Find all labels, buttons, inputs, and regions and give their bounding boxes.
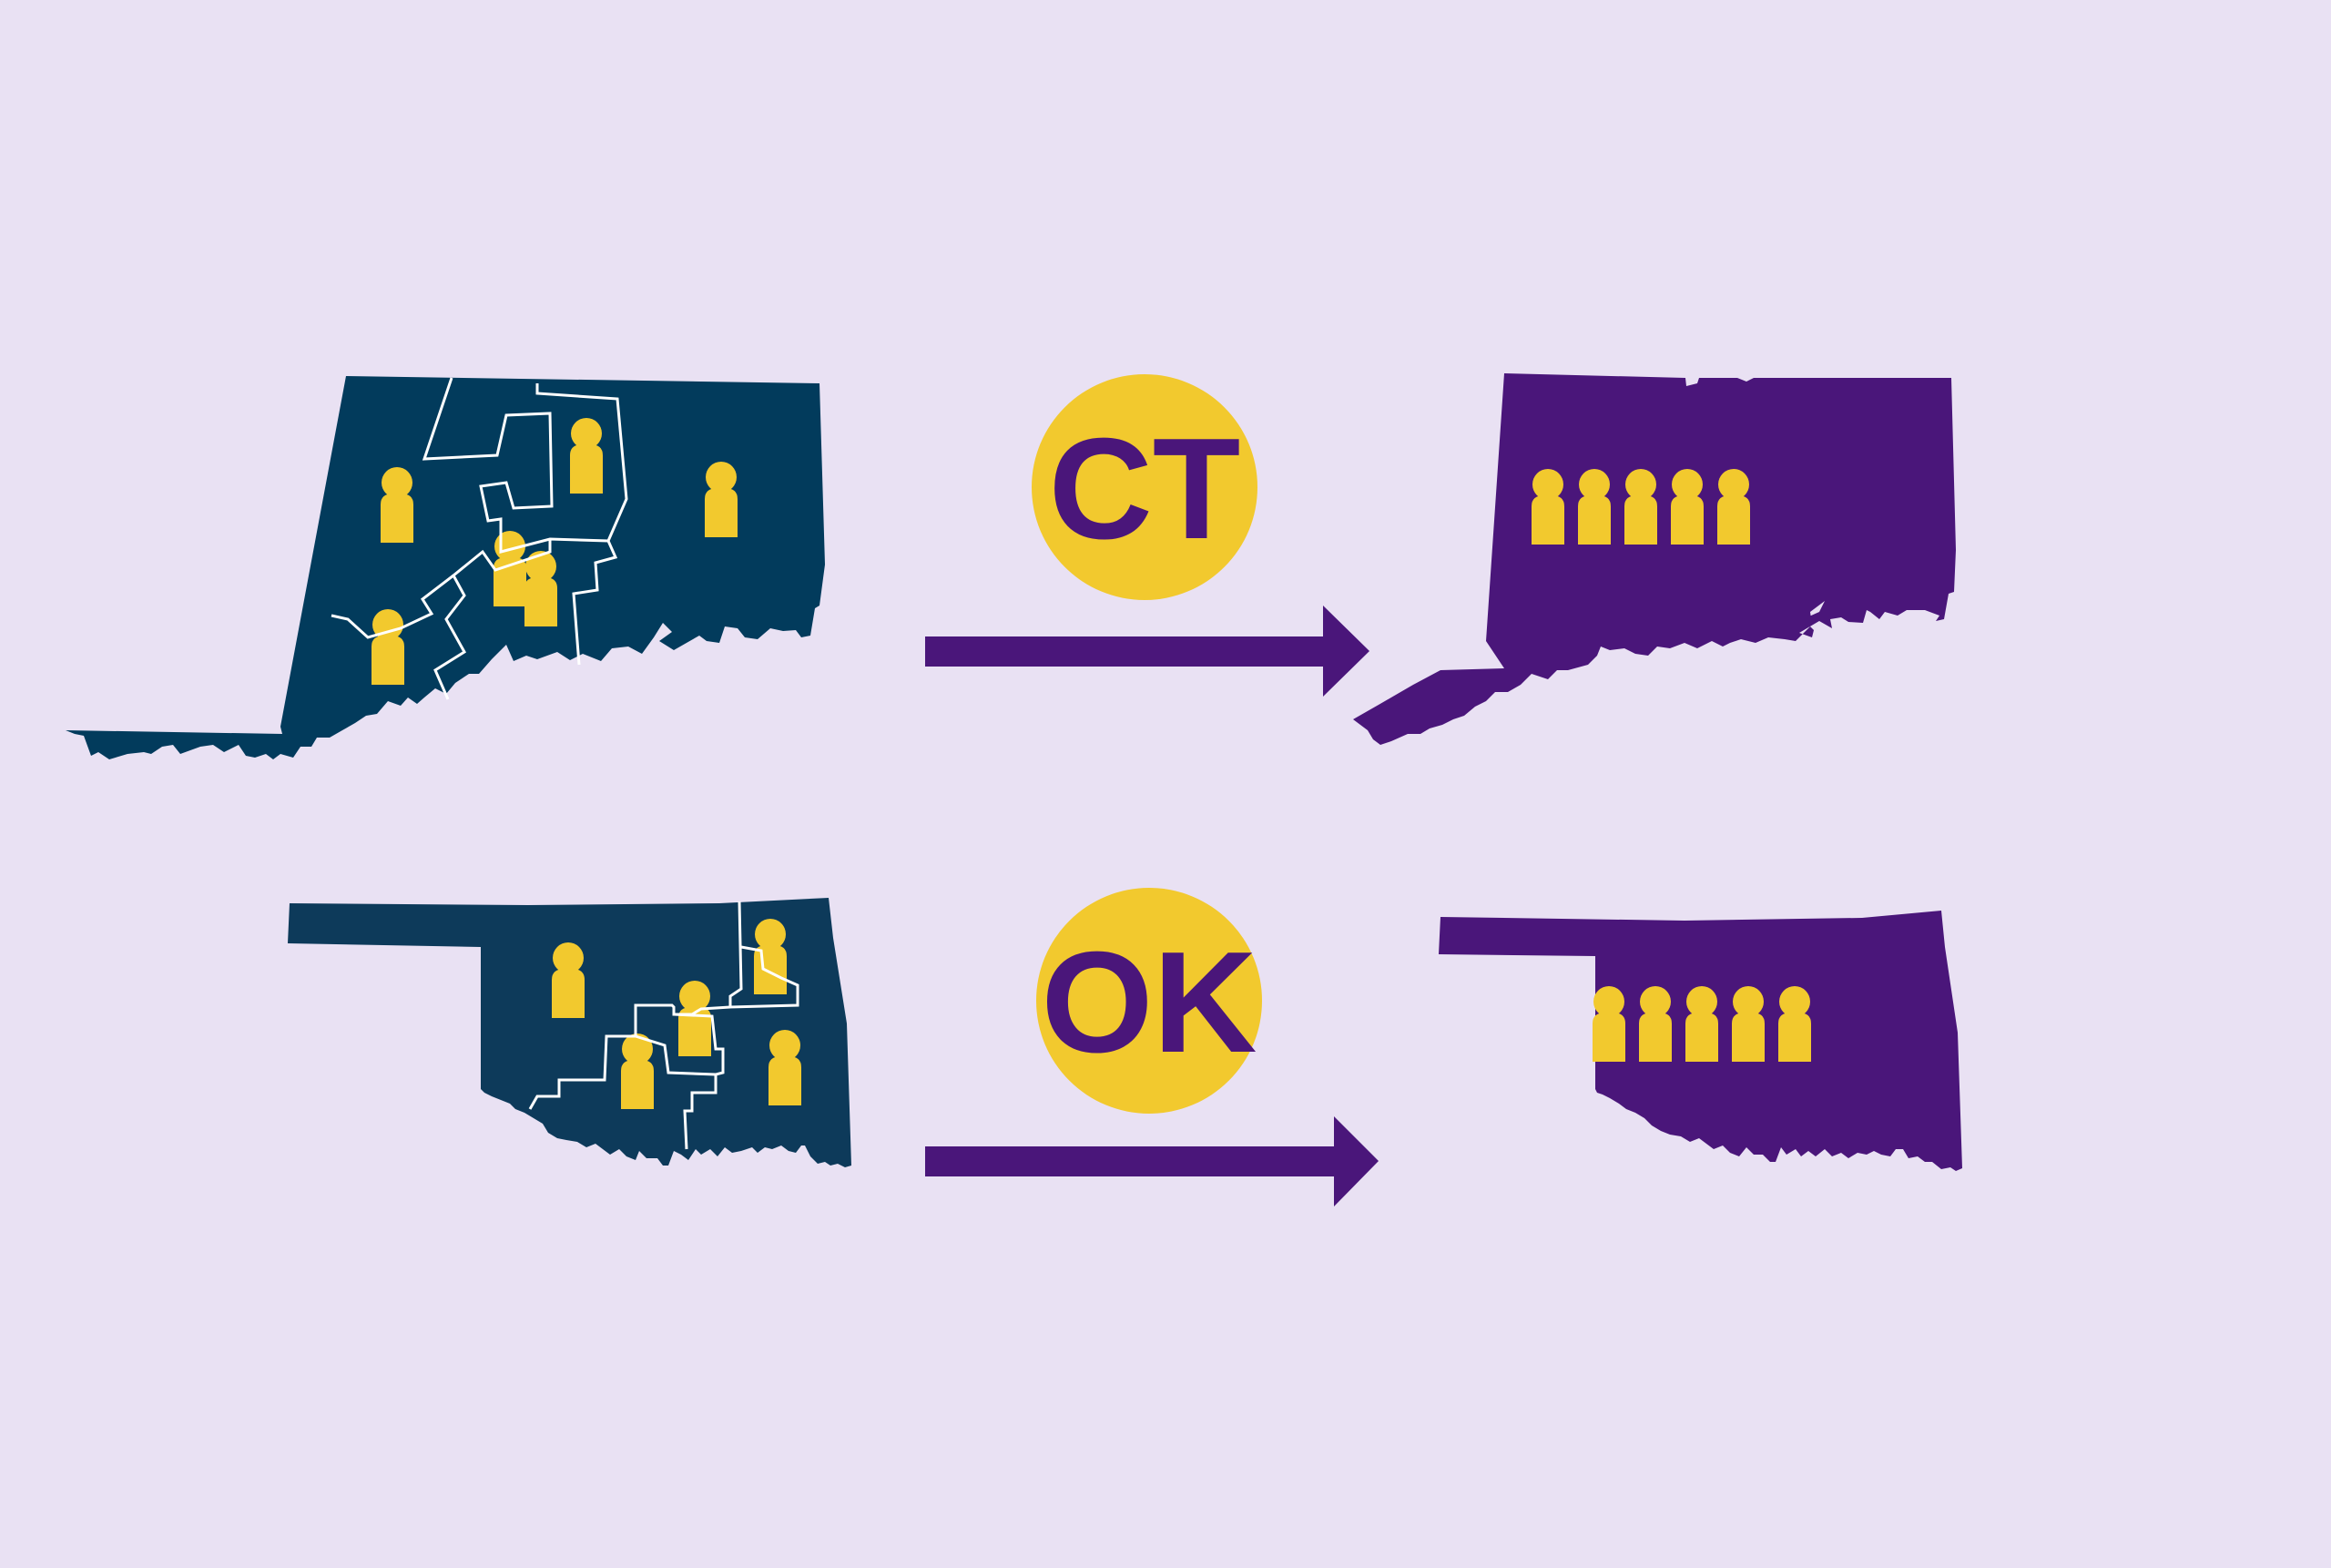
district-lines — [331, 377, 799, 1150]
ok-badge: OK — [1036, 888, 1262, 1114]
ct-badge: CT — [1032, 374, 1257, 600]
person-icon — [1778, 986, 1811, 1062]
ct-state-shape-districted — [66, 376, 825, 759]
district-boundary — [331, 574, 454, 639]
ct-districted-map — [66, 376, 825, 759]
district-boundary — [433, 539, 552, 700]
person-icon — [570, 418, 603, 494]
district-boundary — [535, 383, 628, 542]
district-boundary — [728, 901, 799, 1009]
person-icon — [372, 609, 404, 685]
person-icon — [1732, 986, 1765, 1062]
person-icon — [524, 551, 557, 626]
row-ct: CT — [66, 373, 1956, 759]
ok-districted-map — [288, 898, 851, 1167]
person-icon — [754, 919, 787, 994]
person-icon — [1578, 469, 1611, 545]
person-icon — [621, 1033, 654, 1109]
person-icon — [1532, 469, 1564, 545]
person-icon — [1685, 986, 1718, 1062]
district-boundary — [422, 377, 618, 666]
ok-state-shape-districted — [288, 898, 851, 1167]
ct-badge-circle — [1032, 374, 1257, 600]
person-icon — [552, 942, 585, 1018]
district-boundary — [635, 1034, 717, 1076]
ct-at-large-map — [1353, 373, 1956, 745]
person-icon — [1624, 469, 1657, 545]
person-icon — [381, 467, 413, 543]
ok-badge-circle — [1036, 888, 1262, 1114]
ok-badge-label: OK — [1042, 922, 1257, 1083]
arrow-right-icon — [925, 606, 1369, 697]
person-icon — [1593, 986, 1625, 1062]
person-icon — [769, 1030, 801, 1105]
person-icon — [1639, 986, 1672, 1062]
ct-badge-label: CT — [1049, 409, 1241, 569]
person-icon — [678, 981, 711, 1056]
arrow-right-icon — [925, 1116, 1379, 1207]
person-icon — [705, 462, 738, 537]
ct-state-shape-at-large — [1353, 373, 1956, 745]
person-icon — [1717, 469, 1750, 545]
person-icon — [1671, 469, 1704, 545]
